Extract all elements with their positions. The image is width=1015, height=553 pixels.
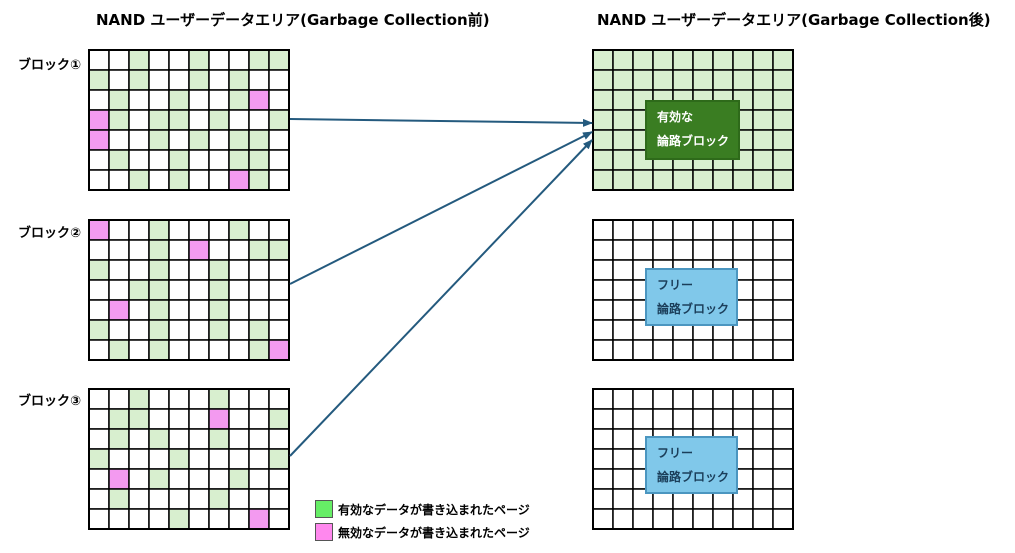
free-logical-block-2-line-1: フリー <box>657 446 694 460</box>
block-border <box>592 388 794 530</box>
arrow-block-3 <box>289 139 593 457</box>
block-border <box>88 388 290 530</box>
block-3-page-grid <box>88 388 290 530</box>
legend-invalid-label: 無効なデータが書き込まれたページ <box>338 526 530 540</box>
free-logical-block-box-2: フリー 論路ブロック <box>645 436 738 494</box>
block-1-label: ブロック① <box>18 58 82 73</box>
valid-logical-block-box: 有効な 論路ブロック <box>645 100 740 160</box>
block-border <box>88 49 290 191</box>
arrow-block-1 <box>289 118 593 127</box>
block-1-page-grid <box>88 49 290 191</box>
free-logical-block-1-line-2: 論路ブロック <box>657 302 730 316</box>
block-3-label: ブロック③ <box>18 394 82 409</box>
valid-logical-block-line-1: 有効な <box>657 110 694 124</box>
arrow-block-2 <box>289 131 593 285</box>
block-2-page-grid <box>88 219 290 361</box>
block-border <box>592 49 794 191</box>
block-border <box>88 219 290 361</box>
free-logical-block-1-line-1: フリー <box>657 278 694 292</box>
heading-after-gc: NAND ユーザーデータエリア(Garbage Collection後) <box>597 11 991 29</box>
legend-valid-swatch <box>315 500 333 518</box>
valid-logical-block-line-2: 論路ブロック <box>657 134 730 148</box>
block-border <box>592 219 794 361</box>
block-2-label: ブロック② <box>18 226 82 241</box>
free-logical-block-box-1: フリー 論路ブロック <box>645 268 738 326</box>
heading-before-gc: NAND ユーザーデータエリア(Garbage Collection前) <box>96 11 490 29</box>
legend-valid-label: 有効なデータが書き込まれたページ <box>338 503 530 517</box>
legend-invalid-swatch <box>315 523 333 541</box>
free-logical-block-2-line-2: 論路ブロック <box>657 470 730 484</box>
